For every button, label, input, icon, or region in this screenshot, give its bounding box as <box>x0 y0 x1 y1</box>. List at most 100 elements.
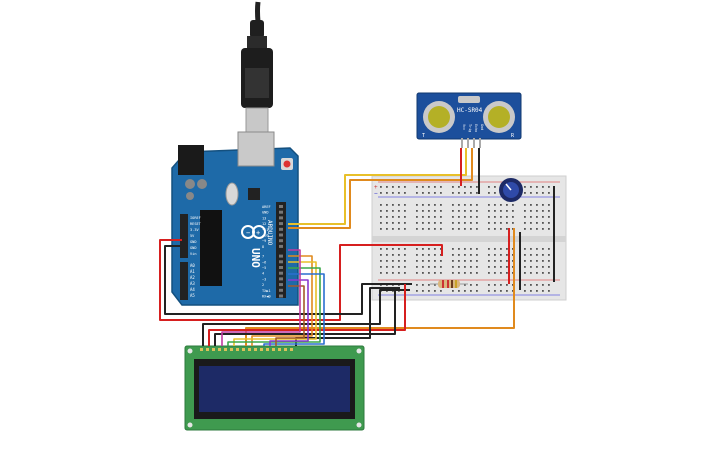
breadboard-hole <box>542 210 544 212</box>
usb-plug-grip <box>245 68 269 98</box>
breadboard-hole <box>488 254 490 256</box>
wire-yellow-trig <box>288 148 467 225</box>
breadboard-hole <box>416 272 418 274</box>
breadboard-hole <box>470 192 472 194</box>
wire-lcd-d6 <box>269 279 309 346</box>
lcd-pin <box>206 348 209 351</box>
breadboard-hole <box>530 210 532 212</box>
breadboard-hole <box>530 266 532 268</box>
potentiometer[interactable] <box>499 178 523 202</box>
breadboard-hole <box>506 266 508 268</box>
breadboard-hole <box>548 272 550 274</box>
wire-black-lcd-rw <box>214 288 396 346</box>
breadboard-hole <box>488 260 490 262</box>
digital-pin <box>279 210 283 214</box>
transmitter-mesh <box>428 106 450 128</box>
breadboard-hole <box>494 216 496 218</box>
breadboard-hole <box>548 260 550 262</box>
sensor-pin-label: Vcc <box>462 124 466 130</box>
breadboard-hole <box>488 248 490 250</box>
lcd-pin <box>266 348 269 351</box>
digital-pin <box>279 254 283 258</box>
breadboard-hole <box>392 254 394 256</box>
digital-pin-label: 4 <box>262 272 264 276</box>
breadboard-hole <box>458 216 460 218</box>
breadboard-hole <box>512 260 514 262</box>
breadboard-hole <box>476 284 478 286</box>
wire-orange-echo <box>288 148 473 229</box>
analog-pin-label: A0 <box>190 263 195 268</box>
digital-pin-label: RX◀0 <box>262 295 271 299</box>
lcd-pin <box>212 348 215 351</box>
breadboard-hole <box>542 222 544 224</box>
lcd-pin <box>224 348 227 351</box>
breadboard-hole <box>392 272 394 274</box>
breadboard-hole <box>500 228 502 230</box>
breadboard-hole <box>404 228 406 230</box>
breadboard-hole <box>440 186 442 188</box>
breadboard-hole <box>470 210 472 212</box>
digital-pin <box>279 294 283 298</box>
usb-metal-shell <box>245 107 269 133</box>
breadboard-hole <box>506 272 508 274</box>
breadboard-hole <box>536 260 538 262</box>
digital-pin <box>279 222 283 226</box>
breadboard-hole <box>476 210 478 212</box>
breadboard-hole <box>452 254 454 256</box>
breadboard-hole <box>524 228 526 230</box>
breadboard-hole <box>464 210 466 212</box>
breadboard-hole <box>428 272 430 274</box>
power-pin-label: 3.3V <box>190 228 199 232</box>
breadboard-hole <box>440 254 442 256</box>
lcd-screen <box>199 366 350 412</box>
breadboard-hole <box>464 216 466 218</box>
digital-pin <box>279 271 283 275</box>
breadboard-hole <box>524 248 526 250</box>
breadboard-hole <box>500 284 502 286</box>
breadboard-hole <box>494 260 496 262</box>
breadboard-hole <box>404 204 406 206</box>
lcd-pin <box>230 348 233 351</box>
breadboard-hole <box>398 204 400 206</box>
breadboard-hole <box>488 186 490 188</box>
breadboard-hole <box>488 204 490 206</box>
breadboard-hole <box>440 272 442 274</box>
breadboard-hole <box>470 186 472 188</box>
breadboard-hole <box>458 222 460 224</box>
sensor-model-text: HC-SR04 <box>457 107 483 114</box>
breadboard-hole <box>428 284 430 286</box>
digital-pin <box>279 233 283 237</box>
breadboard-hole <box>386 186 388 188</box>
lcd-mount-hole-tr <box>356 348 362 354</box>
breadboard-hole <box>386 228 388 230</box>
breadboard-hole <box>422 248 424 250</box>
usb-cable-wire <box>255 1 261 23</box>
breadboard-hole <box>542 254 544 256</box>
breadboard-hole <box>476 272 478 274</box>
breadboard-hole <box>404 186 406 188</box>
digital-pin-label: 2 <box>262 283 264 287</box>
breadboard-hole <box>452 216 454 218</box>
breadboard-hole <box>386 204 388 206</box>
breadboard-hole <box>458 248 460 250</box>
breadboard-hole <box>524 272 526 274</box>
breadboard-hole <box>434 248 436 250</box>
breadboard-hole <box>380 216 382 218</box>
wire-lcd-d5 <box>263 273 325 346</box>
breadboard-hole <box>386 192 388 194</box>
breadboard-hole <box>494 266 496 268</box>
rail-minus-label: − <box>374 190 378 197</box>
breadboard-hole <box>434 290 436 292</box>
breadboard-hole <box>500 248 502 250</box>
breadboard-hole <box>548 192 550 194</box>
breadboard-center-channel <box>372 236 566 242</box>
breadboard-hole <box>428 186 430 188</box>
resistor-band-2 <box>447 280 449 288</box>
breadboard-hole <box>464 248 466 250</box>
breadboard-hole <box>542 248 544 250</box>
breadboard-hole <box>434 260 436 262</box>
breadboard-hole <box>488 192 490 194</box>
breadboard-hole <box>548 266 550 268</box>
breadboard-hole <box>488 216 490 218</box>
breadboard-hole <box>464 266 466 268</box>
